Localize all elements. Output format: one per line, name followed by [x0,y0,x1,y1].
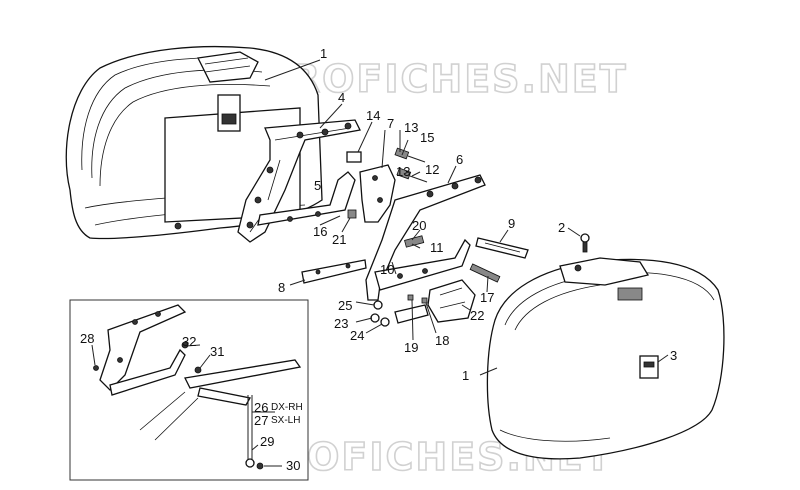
callout-14: 14 [366,108,380,123]
callout-19: 19 [404,340,418,355]
callout-10: 10 [380,262,394,277]
callout-2: 2 [558,220,565,235]
callout-3: 3 [670,348,677,363]
callout-26: 26 [254,400,268,415]
callout-labels: 1 4 14 7 13 15 5 13 12 6 9 16 21 20 11 1… [80,46,677,473]
rear-bracket-4 [237,119,361,243]
callout-16: 16 [313,224,327,239]
callout-29: 29 [260,434,274,449]
callout-21: 21 [332,232,346,247]
callout-15: 15 [420,130,434,145]
callout-9: 9 [508,216,515,231]
small-parts [370,294,429,327]
callout-26-note: DX-RH [271,402,303,413]
callout-24: 24 [350,328,364,343]
callout-11: 11 [430,240,444,255]
right-pannier [486,257,725,460]
callout-1-top: 1 [320,46,327,61]
callout-27-note: SX-LH [271,415,300,426]
callout-28: 28 [80,331,94,346]
callout-18: 18 [435,333,449,348]
callout-20: 20 [412,218,426,233]
callout-8: 8 [278,280,285,295]
lock-key-2 [580,233,590,253]
grab-rail-8 [301,259,367,284]
leader-lines [91,59,669,467]
callout-13-upper: 13 [404,120,418,135]
callout-23: 23 [334,316,348,331]
callout-6: 6 [456,152,463,167]
callout-7: 7 [387,116,394,131]
inset-box [69,299,309,481]
callout-22: 22 [470,308,484,323]
callout-5: 5 [314,178,321,193]
callout-31: 31 [210,344,224,359]
callout-30: 30 [286,458,300,473]
callout-1-bottom: 1 [462,368,469,383]
cover-22 [427,279,476,323]
callout-27: 27 [254,413,268,428]
callout-25: 25 [338,298,352,313]
callout-4: 4 [338,90,345,105]
bracket-14 [346,147,428,223]
callout-17: 17 [480,290,494,305]
bracket-6 [365,174,501,301]
callout-12: 12 [425,162,439,177]
callout-32: 32 [182,334,196,349]
bar-9 [475,237,529,259]
callout-13-lower: 13 [396,164,410,179]
